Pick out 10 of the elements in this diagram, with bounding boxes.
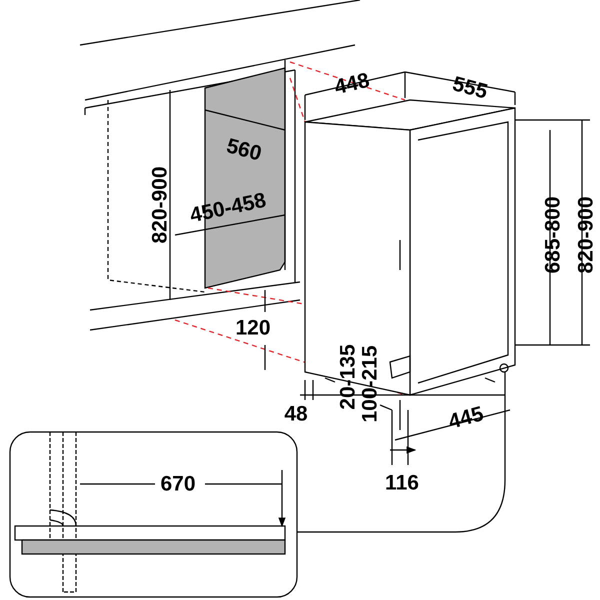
dimension-label: 555 [450,73,490,103]
dimension-label: 100-215 [360,345,380,423]
dimension-label: 450-458 [188,190,268,226]
dimension-label: 120 [235,318,271,338]
dimension-label: 670 [160,474,196,494]
dimension-label: 20-135 [338,344,358,410]
dimension-label: 560 [224,135,264,165]
dimension-label: 820-900 [150,166,170,244]
dimension-label: 48 [284,404,308,424]
dimension-label: 116 [385,472,419,494]
